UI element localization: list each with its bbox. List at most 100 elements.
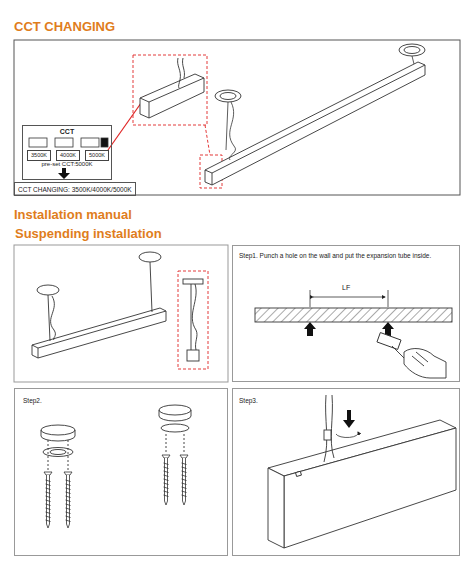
step-panel: Step2. (14, 388, 228, 556)
dimension-line (388, 290, 389, 307)
suspension-wire (229, 102, 235, 160)
screw (46, 496, 51, 498)
dimension-line (313, 297, 385, 298)
lamp-closeup (324, 430, 331, 440)
screw (164, 463, 169, 465)
screw (46, 520, 51, 522)
lamp-closeup (284, 428, 456, 548)
screw (66, 516, 71, 518)
mounting-kit (161, 424, 189, 432)
cct-switch (81, 138, 99, 147)
screw (164, 491, 169, 493)
screw (66, 488, 71, 490)
ceiling-canopy (215, 44, 425, 102)
screw (182, 483, 187, 485)
pendant-lamp (48, 262, 152, 341)
screw (46, 492, 51, 494)
pendant-lamp (32, 252, 166, 358)
dimension-line (310, 290, 311, 307)
section-subtitle: Suspending installation (15, 226, 162, 241)
down-arrow (58, 168, 70, 179)
cct-switch (55, 138, 73, 147)
screw (164, 495, 169, 497)
ceiling-canopy (399, 44, 425, 56)
screw (182, 491, 187, 493)
mounting-kit (166, 434, 184, 452)
cct-switch (29, 138, 47, 147)
screw (66, 512, 71, 514)
mounting-kit (159, 410, 191, 421)
screw (182, 495, 187, 497)
screw (46, 480, 51, 482)
pendant-lamp (32, 311, 166, 358)
screw (46, 504, 51, 506)
mounting-kit (43, 448, 73, 457)
screw (164, 483, 169, 485)
screw (164, 471, 169, 473)
screw (164, 475, 169, 477)
lamp-closeup (324, 395, 334, 462)
ceiling-slab (255, 308, 452, 322)
detail-frame (178, 271, 208, 369)
lamp-end-closeup (140, 74, 204, 118)
cct-option: 5000K (85, 150, 109, 161)
screw (165, 458, 168, 505)
canopy-detail (183, 279, 203, 361)
turn-arrow (336, 432, 358, 438)
screw (46, 500, 51, 502)
push-arrow (343, 410, 355, 428)
linear-lamp (205, 62, 425, 185)
node-text: 5000K (86, 152, 108, 159)
screw (182, 487, 187, 489)
lamp-end-closeup (178, 58, 181, 88)
pendant-lamp (51, 296, 56, 340)
mounting-kit (41, 405, 191, 470)
cct-inset: CCTpre-set CCT:5000K3500K4000K5000K (22, 125, 112, 180)
mounting-kit (48, 440, 68, 470)
lamp-closeup (296, 471, 302, 476)
screw (164, 479, 169, 481)
canopy-detail (187, 350, 199, 361)
cct-option: 3500K (27, 150, 51, 161)
ceiling-canopy (220, 93, 236, 100)
lamp-closeup (268, 468, 284, 548)
mounting-kit (41, 430, 75, 441)
mounting-kit (41, 425, 75, 435)
step-panel-frame (14, 245, 228, 382)
screw (66, 500, 71, 502)
canopy-detail (191, 284, 197, 350)
screw (66, 508, 71, 510)
screw (182, 471, 187, 473)
linear-lamp (205, 65, 425, 185)
hammer-hand (412, 352, 428, 366)
screw (66, 480, 71, 482)
screw (46, 516, 51, 518)
drill-mark (304, 322, 316, 336)
canopy-detail (183, 279, 203, 284)
screw (164, 467, 169, 469)
linear-lamp (205, 62, 425, 185)
lamp-end-closeup (140, 78, 204, 118)
step-panel: Step3. (232, 388, 460, 556)
screw (183, 458, 186, 505)
screw (64, 472, 72, 475)
screw (182, 463, 187, 465)
screw (44, 472, 52, 475)
ceiling-canopy (404, 47, 420, 54)
node-text: 4000K (57, 152, 79, 159)
screw (46, 488, 51, 490)
cct-option: 4000K (56, 150, 80, 161)
suspension-wire (412, 56, 414, 64)
zoom-frame (133, 55, 207, 125)
hammer-hand (404, 349, 446, 378)
screw (182, 467, 187, 469)
screw (180, 455, 188, 458)
mounting-kit (50, 450, 66, 455)
pendant-lamp (37, 285, 59, 295)
section-frame (14, 40, 460, 195)
dimension-line (310, 290, 388, 307)
cct-switch (29, 138, 108, 147)
mounting-kit (159, 405, 191, 415)
